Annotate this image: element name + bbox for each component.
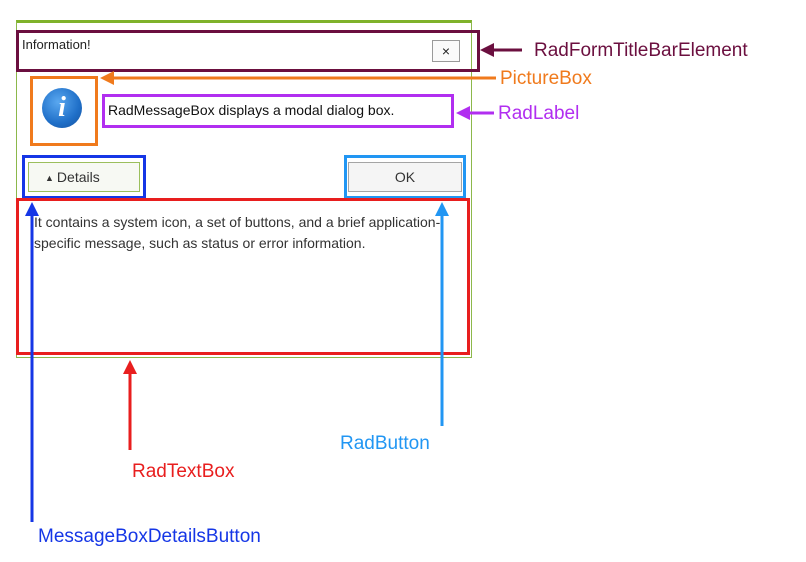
label-arrowhead <box>456 106 470 120</box>
label-callout: RadLabel <box>498 103 580 124</box>
ok-button-highlight <box>344 155 466 199</box>
textbox-highlight <box>16 198 470 355</box>
caret-up-icon: ▲ <box>45 173 54 183</box>
close-button[interactable]: × <box>432 40 460 62</box>
title-bar-callout: RadFormTitleBarElement <box>534 40 748 61</box>
details-button-callout: MessageBoxDetailsButton <box>38 526 261 547</box>
textbox-callout: RadTextBox <box>132 461 235 482</box>
ok-button[interactable]: OK <box>348 162 462 192</box>
label-highlight <box>102 94 454 128</box>
title-bar-highlight <box>16 30 480 72</box>
details-textbox[interactable]: It contains a system icon, a set of butt… <box>34 214 441 251</box>
picture-box-arrowhead <box>100 71 114 85</box>
info-icon: i <box>42 88 82 128</box>
details-button-arrowhead <box>25 202 39 216</box>
close-icon: × <box>441 43 451 59</box>
dialog-title: Information! <box>22 37 91 52</box>
button-arrowhead <box>435 202 449 216</box>
picture-box-callout: PictureBox <box>500 68 592 89</box>
textbox-arrowhead <box>123 360 137 374</box>
title-bar-arrowhead <box>480 43 494 57</box>
details-button[interactable]: ▲Details <box>28 162 140 192</box>
picture-box-highlight <box>30 76 98 146</box>
button-callout: RadButton <box>340 433 430 454</box>
message-label: RadMessageBox displays a modal dialog bo… <box>108 102 395 118</box>
details-button-label: Details <box>56 169 100 185</box>
details-button-highlight <box>22 155 146 199</box>
